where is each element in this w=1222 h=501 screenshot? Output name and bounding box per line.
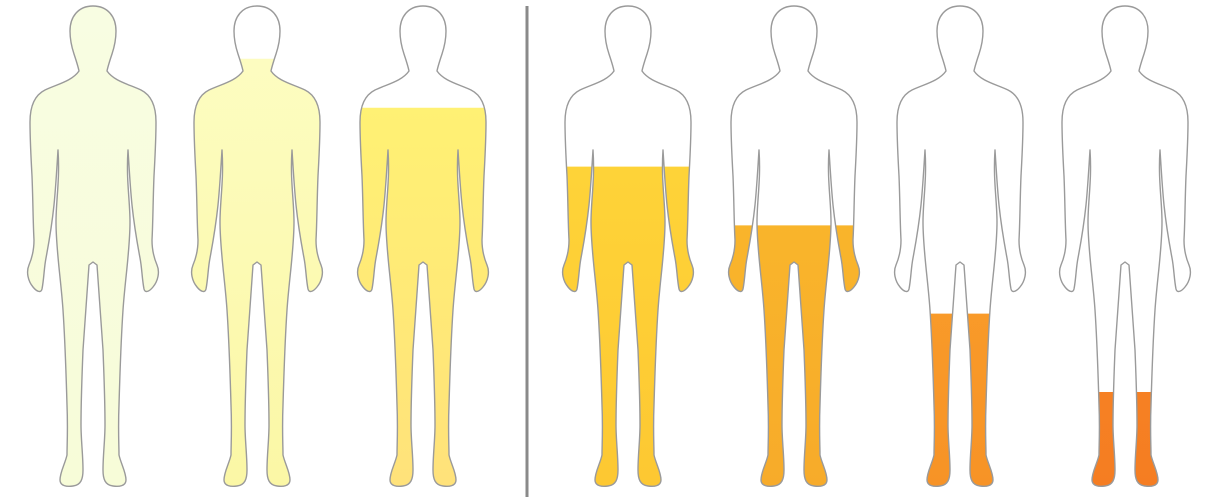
figure-row (28, 6, 1191, 486)
figure-silhouette (895, 6, 1026, 486)
figure-fill-level (192, 6, 323, 486)
body-figure-3 (358, 6, 489, 486)
body-figure-6 (895, 6, 1026, 486)
body-figure-5 (729, 6, 860, 486)
body-figure-4 (563, 6, 694, 486)
figure-fill-level (28, 6, 159, 486)
body-figure-1 (28, 6, 159, 486)
body-figure-7 (1060, 6, 1191, 486)
body-figure-2 (192, 6, 323, 486)
figure-silhouette (1060, 6, 1191, 486)
